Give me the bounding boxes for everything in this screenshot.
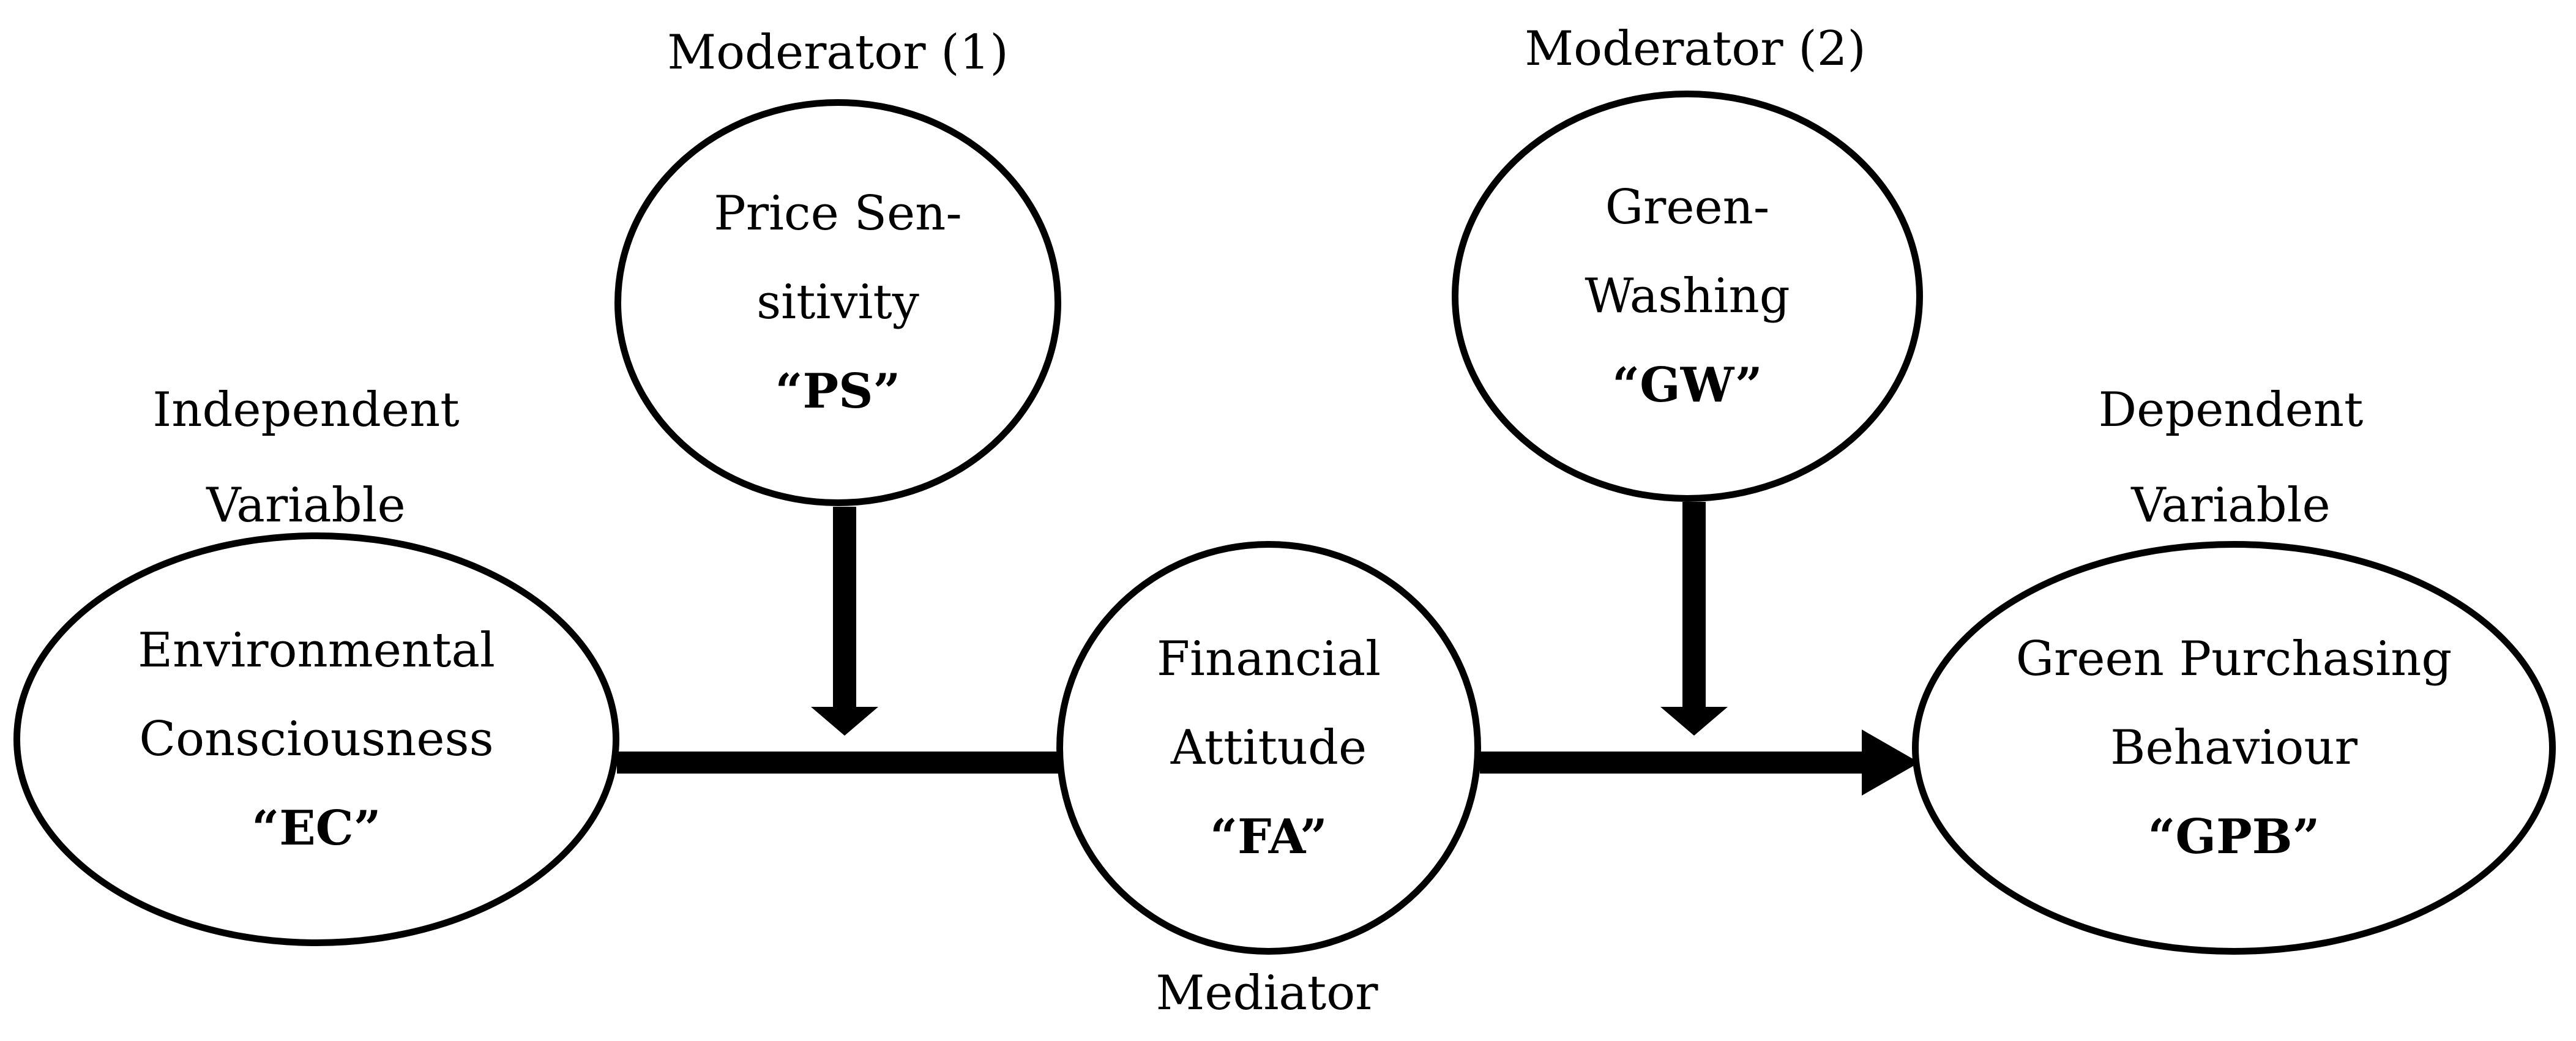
gw-line1: Green-	[1605, 179, 1770, 235]
node-green-washing: Green- Washing “GW”	[1452, 91, 1923, 502]
moderator1-label: Moderator (1)	[667, 25, 1009, 80]
ps-abbr: “PS”	[775, 364, 901, 419]
mediator-label: Mediator	[1155, 966, 1378, 1021]
arrow-ps-down	[811, 507, 878, 736]
node-financial-attitude: Financial Attitude “FA”	[1056, 541, 1481, 955]
independent-variable-line1: Independent	[152, 382, 460, 438]
node-green-purchasing-behaviour: Green Purchasing Behaviour “GPB”	[1912, 541, 2556, 955]
ec-line1: Environmental	[138, 622, 495, 678]
independent-variable-line2: Variable	[206, 478, 406, 533]
gpb-line2: Behaviour	[2110, 720, 2358, 775]
gpb-line1: Green Purchasing	[2015, 631, 2452, 687]
independent-variable-label: Independent Variable	[116, 362, 496, 553]
node-price-sensitivity: Price Sen- sitivity “PS”	[614, 99, 1061, 506]
dependent-variable-line1: Dependent	[2098, 382, 2364, 438]
dependent-variable-label: Dependent Variable	[2041, 362, 2421, 553]
ps-line1: Price Sen-	[714, 186, 962, 241]
ec-abbr: “EC”	[252, 800, 381, 856]
fa-abbr: “FA”	[1210, 808, 1327, 865]
arrow-gw-down	[1660, 502, 1728, 736]
arrow-fa-to-gpb	[1480, 729, 1919, 796]
fa-line1: Financial	[1156, 631, 1381, 687]
ps-line2: sitivity	[756, 275, 919, 330]
moderator2-label: Moderator (2)	[1525, 21, 1866, 76]
dependent-variable-line2: Variable	[2131, 478, 2331, 533]
fa-line2: Attitude	[1170, 720, 1367, 775]
node-environmental-consciousness: Environmental Consciousness “EC”	[13, 532, 619, 946]
ec-line2: Consciousness	[139, 711, 494, 767]
gw-abbr: “GW”	[1612, 357, 1763, 413]
gw-line2: Washing	[1585, 268, 1790, 324]
gpb-abbr: “GPB”	[2148, 808, 2320, 865]
